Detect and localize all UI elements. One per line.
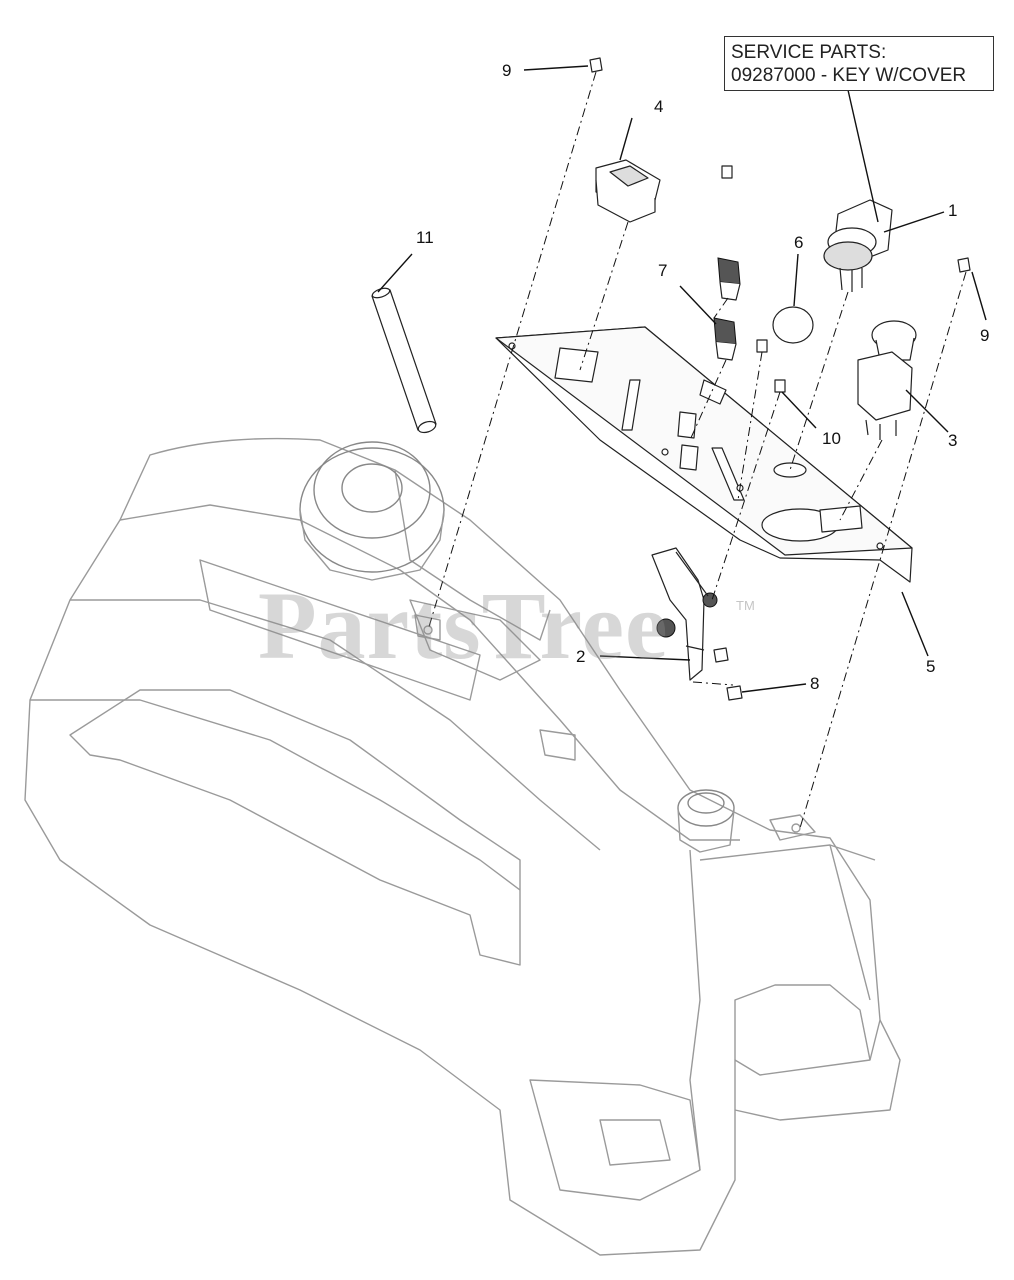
callout-9-top: 9: [502, 61, 512, 80]
callout-8: 8: [810, 674, 820, 693]
service-parts-heading: SERVICE PARTS:: [731, 42, 887, 63]
switch-part-7: [713, 257, 741, 361]
control-panel-plate-part-5: [495, 326, 913, 583]
callout-11: 11: [416, 228, 434, 247]
fuel-tank: [24, 437, 901, 1256]
callout-7: 7: [658, 261, 668, 280]
callout-4: 4: [654, 97, 664, 116]
service-parts-box: SERVICE PARTS: 09287000 - KEY W/COVER: [724, 36, 994, 91]
callout-9-right: 9: [980, 326, 990, 345]
rocker-switch-part-4: [595, 159, 661, 223]
trademark-mark: TM: [736, 598, 755, 613]
callout-10: 10: [822, 429, 841, 448]
callout-2: 2: [576, 647, 586, 666]
assembly-lines: [427, 71, 967, 829]
leader-lines: [377, 65, 987, 693]
bracket-part-2: [651, 547, 718, 681]
callout-1: 1: [948, 201, 958, 220]
callout-3: 3: [948, 431, 958, 450]
service-parts-item: 09287000 - KEY W/COVER: [731, 65, 967, 86]
callout-5: 5: [926, 657, 936, 676]
tube-part-11: [371, 287, 437, 434]
pto-switch-part-3: [857, 320, 917, 440]
plug-part-6: [772, 306, 814, 344]
callout-6: 6: [794, 233, 804, 252]
partstree-watermark: PartsTree: [258, 572, 669, 679]
ignition-switch-part-1: [823, 199, 893, 292]
hardware: [589, 57, 971, 701]
